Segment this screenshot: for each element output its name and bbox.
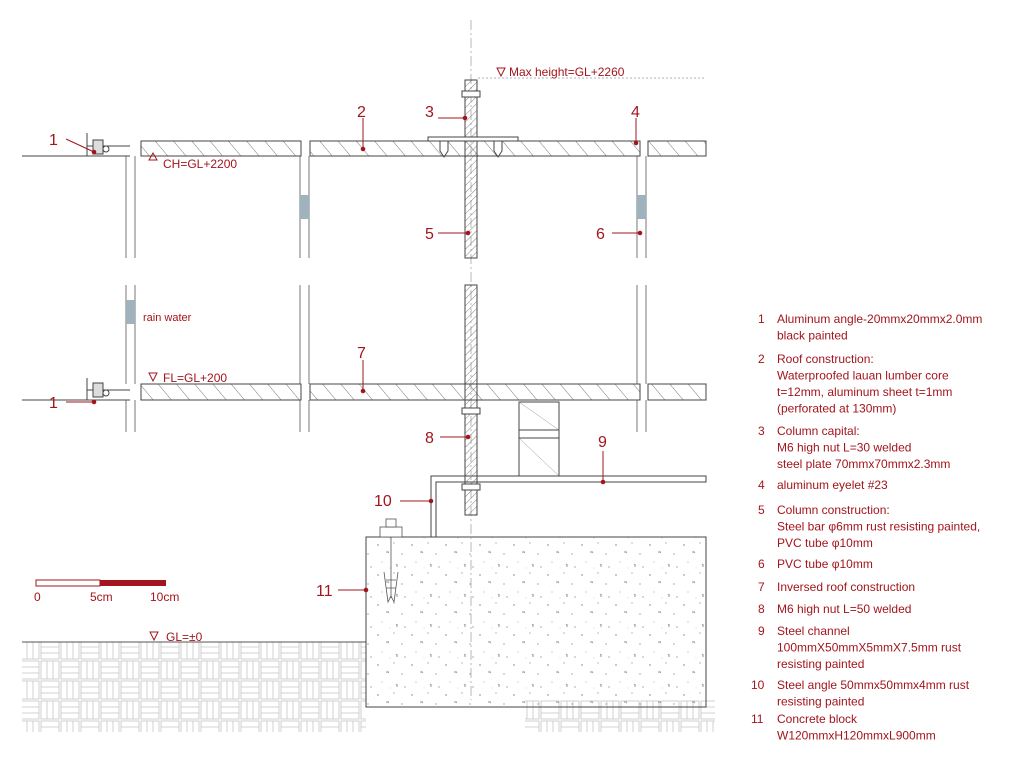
callout-4: 4 <box>631 104 640 121</box>
roof-panels-lower <box>22 383 707 401</box>
legend-text-8-1: M6 high nut L=50 welded <box>777 602 911 616</box>
scale-zero: 0 <box>34 590 41 604</box>
legend-text-11-1: Concrete block <box>777 712 858 726</box>
legend-text-2-1: Roof construction: <box>777 352 874 366</box>
legend-number-4: 4 <box>758 478 765 492</box>
fl-label: FL=GL+200 <box>163 371 227 385</box>
callout-10: 10 <box>374 493 392 510</box>
legend-text-4-1: aluminum eyelet #23 <box>777 478 888 492</box>
callout-1-lower: 1 <box>49 395 58 412</box>
legend-text-3-2: M6 high nut L=30 welded <box>777 441 911 455</box>
legend-text-9-2: 100mmX50mmX5mmX7.5mm rust <box>777 641 962 655</box>
scale-end: 10cm <box>150 590 179 604</box>
legend-text-9-1: Steel channel <box>777 624 850 638</box>
legend-number-10: 10 <box>751 678 765 692</box>
callout-6: 6 <box>596 226 605 243</box>
callout-9: 9 <box>598 434 607 451</box>
anchor-bolt <box>379 518 403 604</box>
concrete-block <box>365 536 707 708</box>
legend: 1 Aluminum angle-20mmx20mmx2.0mm black pai… <box>751 312 982 743</box>
legend-number-6: 6 <box>758 557 765 571</box>
legend-text-2-3: t=12mm, aluminum sheet t=1mm <box>777 385 952 399</box>
legend-text-5-1: Column construction: <box>777 503 890 517</box>
ch-label: CH=GL+2200 <box>163 157 237 171</box>
legend-number-11: 11 <box>751 712 764 726</box>
legend-text-1-2: black painted <box>777 329 848 343</box>
steel-channel <box>518 401 560 477</box>
legend-text-7-1: Inversed roof construction <box>777 580 915 594</box>
legend-text-10-1: Steel angle 50mmx50mmx4mm rust <box>777 678 970 692</box>
callout-2: 2 <box>357 104 366 121</box>
legend-number-1: 1 <box>758 312 765 326</box>
scale-mid: 5cm <box>90 590 113 604</box>
legend-number-8: 8 <box>758 602 765 616</box>
callout-1-upper: 1 <box>49 132 58 149</box>
scale-bar <box>35 579 166 587</box>
callout-8: 8 <box>425 430 434 447</box>
callout-7: 7 <box>357 345 366 362</box>
callout-11: 11 <box>316 583 333 600</box>
rain-water-label: rain water <box>143 312 192 324</box>
max-height-label: Max height=GL+2260 <box>509 65 625 79</box>
legend-text-3-3: steel plate 70mmx70mmx2.3mm <box>777 457 950 471</box>
legend-number-3: 3 <box>758 424 765 438</box>
steel-angle <box>403 475 707 538</box>
legend-text-5-3: PVC tube φ10mm <box>777 536 873 550</box>
gl-label: GL=±0 <box>166 630 203 644</box>
legend-number-5: 5 <box>758 503 765 517</box>
level-markers <box>148 67 506 642</box>
legend-number-2: 2 <box>758 352 765 366</box>
aluminum-angles <box>86 133 130 401</box>
legend-number-9: 9 <box>758 624 765 638</box>
water-fill <box>126 195 646 324</box>
legend-number-7: 7 <box>758 580 765 594</box>
callout-5: 5 <box>425 226 434 243</box>
legend-text-5-2: Steel bar φ6mm rust resisting painted, <box>777 520 980 534</box>
legend-text-10-2: resisting painted <box>777 695 864 709</box>
callout-3: 3 <box>425 104 434 121</box>
legend-text-2-4: (perforated at 130mm) <box>777 402 896 416</box>
legend-text-11-2: W120mmxH120mmxL900mm <box>777 729 936 743</box>
legend-text-1-1: Aluminum angle-20mmx20mmx2.0mm <box>777 312 982 326</box>
legend-text-2-2: Waterproofed lauan lumber core <box>777 369 949 383</box>
callout-leaders <box>65 115 643 593</box>
legend-text-6-1: PVC tube φ10mm <box>777 557 873 571</box>
legend-text-9-3: resisting painted <box>777 657 864 671</box>
legend-text-3-1: Column capital: <box>777 424 860 438</box>
